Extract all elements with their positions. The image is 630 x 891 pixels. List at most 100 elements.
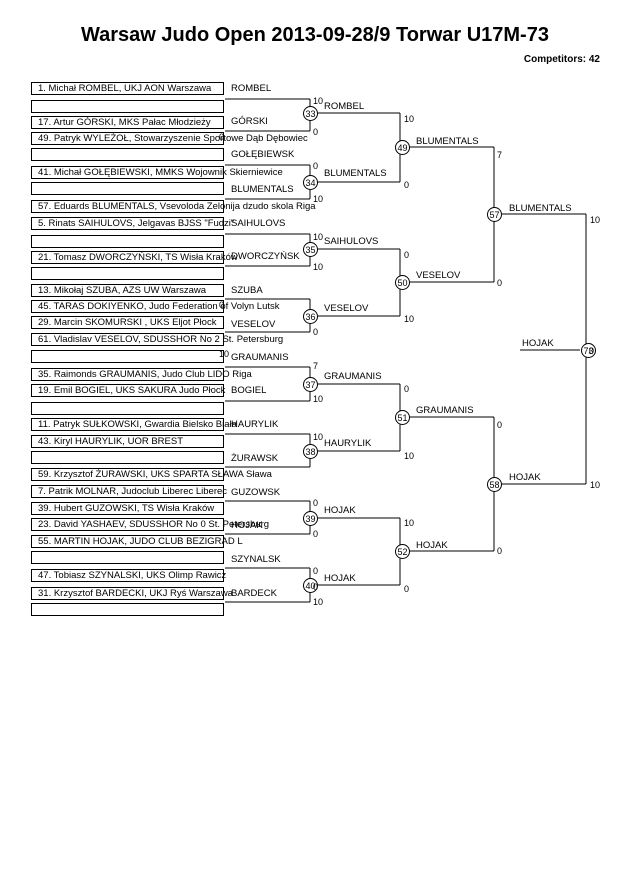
winner-label: HAURYLIK xyxy=(231,419,279,430)
competitor-name: 5. Rinats SAIHULOVS, Jelgavas BJSS "Fudz… xyxy=(38,218,235,229)
competitor-name: 11. Patryk SUŁKOWSKI, Gwardia Bielsko Bi… xyxy=(38,419,237,430)
entry-box xyxy=(31,551,224,564)
winner-label: SZUBA xyxy=(231,285,263,296)
contest-number: 36 xyxy=(303,309,318,324)
winner-label: SZYNALSK xyxy=(231,554,281,565)
score-value: 0 xyxy=(497,546,503,556)
winner-label: BLUMENTALS xyxy=(416,136,479,147)
entry-box xyxy=(31,251,224,264)
score-value: 0 xyxy=(313,582,319,592)
score-value: 10 xyxy=(313,597,324,607)
score-value: 10 xyxy=(404,518,415,528)
score-value: 0 xyxy=(589,346,595,356)
entry-box xyxy=(31,435,224,448)
entry-box xyxy=(31,217,224,230)
score-value: 10 xyxy=(313,432,324,442)
competitor-name: 13. Mikołaj SZUBA, AZS UW Warszawa xyxy=(38,285,207,296)
competitor-name: 61. Vladislav VESELOV, SDUSSHOR No 2 St.… xyxy=(38,334,284,345)
winner-label: HOJAK xyxy=(324,573,356,584)
entry-box xyxy=(31,535,224,548)
entry-box xyxy=(31,485,224,498)
competitor-name: 19. Emil BOGIEL, UKS SAKURA Judo Płock xyxy=(38,385,226,396)
entry-box xyxy=(31,316,224,329)
entry-box xyxy=(31,569,224,582)
entry-box xyxy=(31,368,224,381)
winner-label: HOJAK xyxy=(509,472,541,483)
score-value: 0 xyxy=(404,584,410,594)
winner-label: VESELOV xyxy=(416,270,461,281)
contest-number: 33 xyxy=(303,106,318,121)
entry-box xyxy=(31,116,224,129)
competitor-name: 39. Hubert GUZOWSKI, TS Wisła Kraków xyxy=(38,503,215,514)
score-value: 10 xyxy=(404,451,415,461)
contest-number: 38 xyxy=(303,444,318,459)
competitor-name: 17. Artur GÓRSKI, MKS Pałac Młodzieży xyxy=(38,117,211,128)
entry-box xyxy=(31,350,224,363)
contest-number: 50 xyxy=(395,275,410,290)
contest-number: 40 xyxy=(303,578,318,593)
score-value: 0 xyxy=(313,327,319,337)
winner-label: GRAUMANIS xyxy=(324,371,382,382)
competitor-name: 43. Kiryl HAURYLIK, UOR BREST xyxy=(38,436,184,447)
winner-label: BLUMENTALS xyxy=(509,203,572,214)
competitor-name: 55. MARTIN HOJAK, JUDO CLUB BEZIGRAD L xyxy=(38,536,243,547)
winner-label: HOJAK xyxy=(416,540,448,551)
entry-box xyxy=(31,100,224,113)
score-value: 0 xyxy=(313,498,319,508)
winner-label: DWORCZYŃSK xyxy=(231,251,300,262)
page-title: Warsaw Judo Open 2013-09-28/9 Torwar U17… xyxy=(81,24,549,46)
contest-number: 37 xyxy=(303,377,318,392)
score-value: 10 xyxy=(313,96,324,106)
score-value: 0 xyxy=(404,250,410,260)
winner-label: SAIHULOVS xyxy=(231,218,286,229)
score-value: 10 xyxy=(404,114,415,124)
contest-number: 58 xyxy=(487,477,502,492)
competitor-name: 59. Krzysztof ŻURAWSKI, UKS SPARTA SŁAWA… xyxy=(38,469,272,480)
score-value: 0 xyxy=(219,132,225,142)
entry-box xyxy=(31,518,224,531)
score-value: 0 xyxy=(404,384,410,394)
winner-label: ŻURAWSK xyxy=(231,453,279,464)
contest-number: 49 xyxy=(395,140,410,155)
winner-label: BLUMENTALS xyxy=(231,184,294,195)
contest-number: 57 xyxy=(487,207,502,222)
entry-box xyxy=(31,384,224,397)
score-value: 0 xyxy=(313,566,319,576)
competitor-name: 41. Michał GOŁĘBIEWSKI, MMKS Wojownik Sk… xyxy=(38,167,283,178)
entry-box xyxy=(31,300,224,313)
entry-box xyxy=(31,587,224,600)
entry-box xyxy=(31,148,224,161)
score-value: 0 xyxy=(313,161,319,171)
score-value: 10 xyxy=(313,262,324,272)
entry-box xyxy=(31,200,224,213)
contest-number: 73 xyxy=(581,343,596,358)
winner-label: BOGIEL xyxy=(231,385,267,396)
competitor-name: 31. Krzysztof BARDECKI, UKJ Ryś Warszawa xyxy=(38,588,233,599)
winner-label: ROMBEL xyxy=(324,101,365,112)
score-value: 10 xyxy=(219,349,230,359)
competitor-name: 1. Michał ROMBEL, UKJ AON Warszawa xyxy=(38,83,212,94)
winner-label: GUZOWSK xyxy=(231,487,281,498)
score-value: 7 xyxy=(313,361,319,371)
winner-label: BLUMENTALS xyxy=(324,168,387,179)
score-value: 10 xyxy=(313,232,324,242)
score-value: 0 xyxy=(219,300,225,310)
winner-label: ROMBEL xyxy=(231,83,272,94)
competitor-name: 23. David YASHAEV, SDUSSHOR No 0 St. Pet… xyxy=(38,519,270,530)
contest-number: 52 xyxy=(395,544,410,559)
score-value: 10 xyxy=(590,215,601,225)
competitor-name: 7. Patrik MOLNAR, Judoclub Liberec Liber… xyxy=(38,486,228,497)
entry-box xyxy=(31,182,224,195)
winner-label: HOJAK xyxy=(324,505,356,516)
competitor-name: 45. TARAS DOKIYENKO, Judo Federation of … xyxy=(38,301,280,312)
winner-label: VESELOV xyxy=(324,303,369,314)
winner-label: HAURYLIK xyxy=(324,438,372,449)
score-value: 10 xyxy=(313,194,324,204)
competitor-name: 29. Marcin SKOMURSKI , UKS Eljot Płock xyxy=(38,317,217,328)
contest-number: 35 xyxy=(303,242,318,257)
winner-label: GÓRSKI xyxy=(231,116,268,127)
score-value: 10 xyxy=(404,314,415,324)
entry-box xyxy=(31,402,224,415)
